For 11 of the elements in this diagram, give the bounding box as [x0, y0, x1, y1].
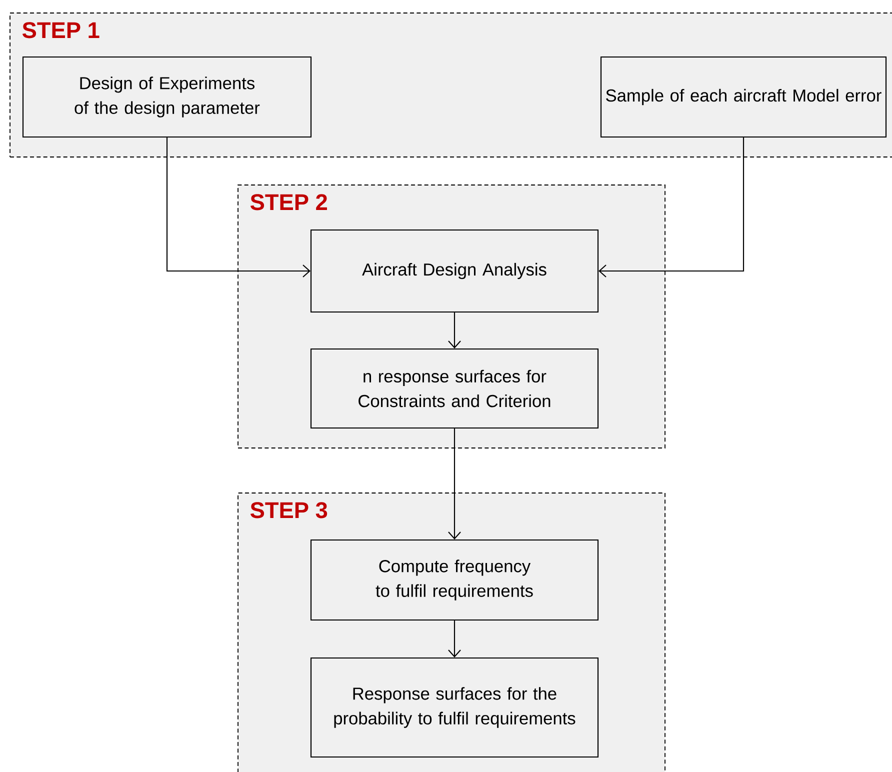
process-box: Response surfaces for the probability to fulfil requirements: [310, 657, 599, 758]
arrow: [448, 620, 461, 658]
process-box: n response surfaces for Constraints and Criterion: [310, 348, 599, 429]
process-box: Sample of each aircraft Model error: [600, 56, 887, 138]
arrow: [598, 138, 744, 278]
process-box: Aircraft Design Analysis: [310, 229, 599, 313]
process-box: Compute frequency to fulfil requirements: [310, 539, 599, 621]
arrow: [448, 428, 461, 540]
arrow: [166, 138, 310, 278]
process-box: Design of Experiments of the design parameter: [22, 56, 312, 138]
arrow: [448, 312, 461, 348]
